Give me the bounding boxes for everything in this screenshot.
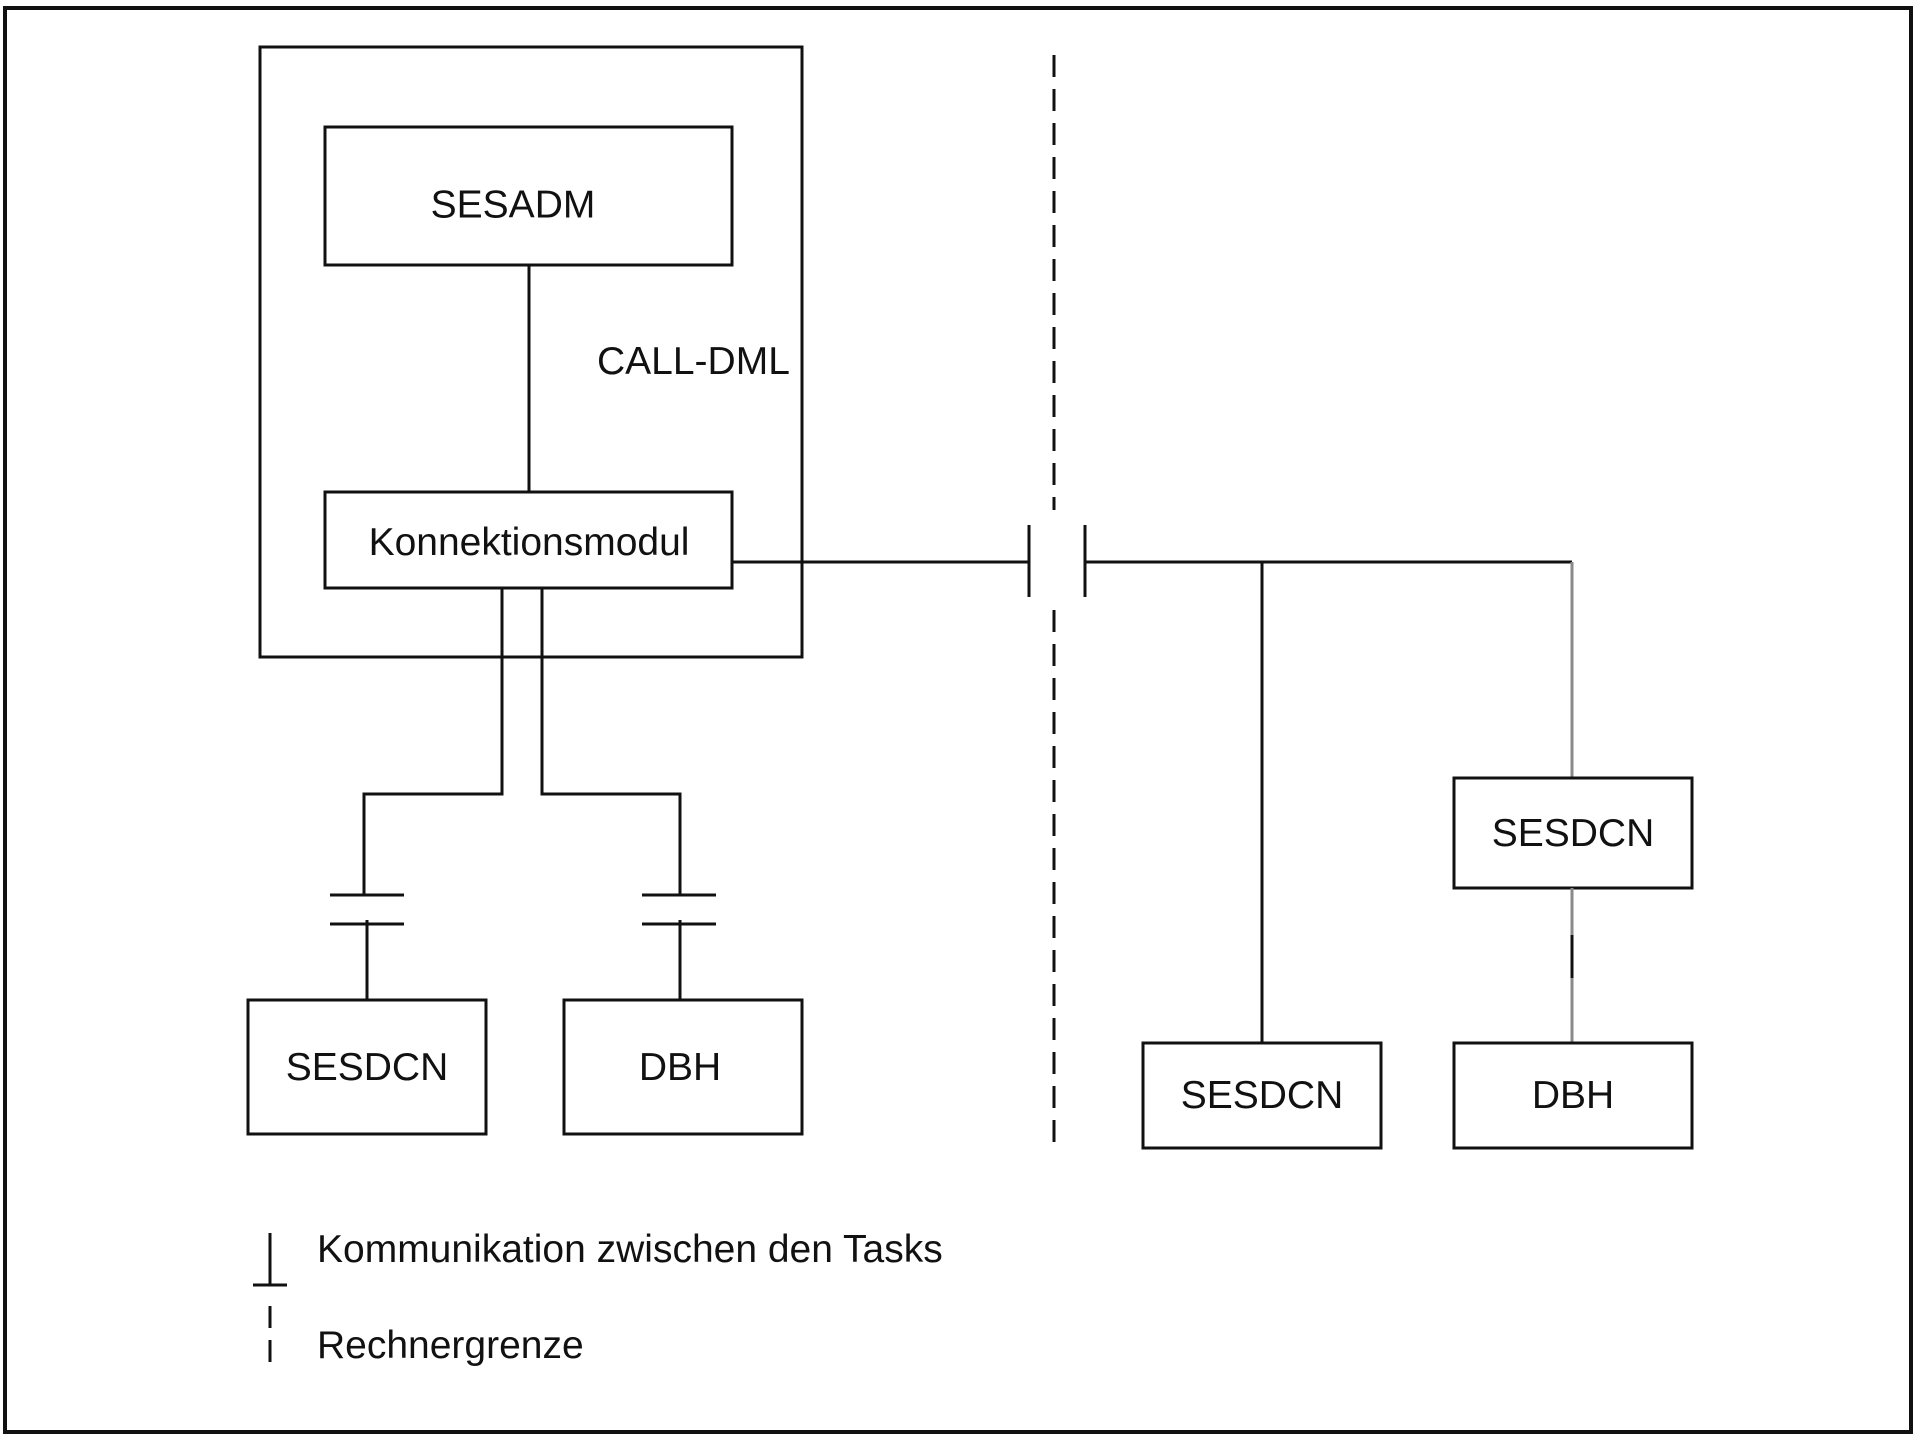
legend-task-communication-symbol: [253, 1233, 287, 1287]
cross-computer-link: [732, 525, 1572, 597]
node-dbh-remote-label: DBH: [1532, 1074, 1614, 1117]
node-sesdcn-remote-upper: SESDCN: [1452, 776, 1694, 890]
node-sesdcn-local: SESDCN: [246, 998, 488, 1136]
task-communication-symbol-left: [330, 893, 404, 926]
node-sesdcn-remote-upper-label: SESDCN: [1492, 812, 1655, 855]
legend: Kommunikation zwischen den Tasks Rechner…: [253, 1228, 943, 1372]
node-dbh-local: DBH: [562, 998, 804, 1136]
legend-computer-boundary-label: Rechnergrenze: [317, 1324, 584, 1367]
node-konnektionsmodul: Konnektionsmodul: [323, 490, 734, 590]
task-communication-symbol-right: [642, 893, 716, 926]
node-dbh-local-label: DBH: [639, 1046, 721, 1089]
node-sesdcn-local-label: SESDCN: [286, 1046, 449, 1089]
node-konnektionsmodul-label: Konnektionsmodul: [369, 521, 690, 564]
node-sesadm: SESADM: [323, 125, 734, 267]
node-sesdcn-remote-lower-label: SESDCN: [1181, 1074, 1344, 1117]
node-dbh-remote: DBH: [1452, 1041, 1694, 1150]
legend-task-communication-label: Kommunikation zwischen den Tasks: [317, 1228, 943, 1271]
local-branch-lines: [362, 588, 682, 1000]
node-sesadm-label: SESADM: [431, 183, 596, 226]
call-dml-label: CALL-DML: [597, 340, 790, 383]
node-sesdcn-remote-lower: SESDCN: [1141, 1041, 1383, 1150]
outer-frame: [3, 6, 1913, 1434]
